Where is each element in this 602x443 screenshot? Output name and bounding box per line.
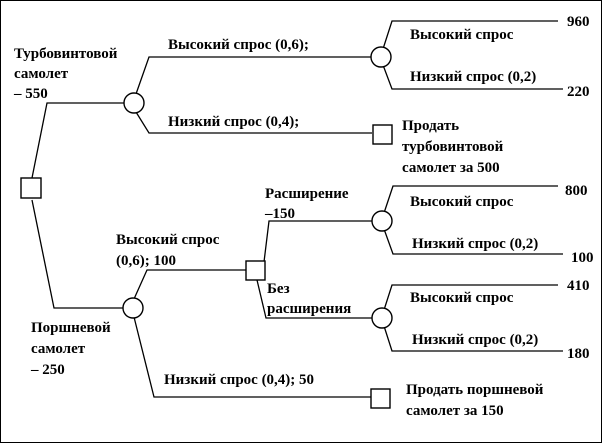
piston-high-label: (0,6); 100: [116, 253, 176, 269]
piston-label: самолет: [31, 341, 86, 357]
payoff-value: 800: [565, 183, 588, 199]
payoff-value: 220: [567, 84, 590, 100]
turboprop-cost: – 550: [13, 86, 48, 102]
turbo-sell-label: самолет за 500: [402, 160, 500, 176]
piston-chance-node: [122, 297, 144, 319]
root-decision-node: [20, 177, 42, 199]
no-expand-label: Без: [267, 281, 290, 297]
piston-high-label: Высокий спрос: [116, 232, 220, 248]
expansion-decision-node: [245, 260, 266, 281]
expand-chance-node: [371, 210, 393, 232]
turbo-sell-label: Продать: [402, 118, 459, 134]
piston-sell-terminal: [370, 388, 391, 409]
payoff-value: 960: [567, 14, 590, 30]
edge-no-expand: [256, 279, 372, 319]
noexp-high-label: Высокий спрос: [410, 290, 514, 306]
edge-piston-high: [133, 269, 246, 300]
turbo-low-label: Низкий спрос (0,4);: [168, 114, 299, 130]
piston-cost: – 250: [30, 362, 65, 378]
noexpand-chance-node: [371, 307, 393, 329]
exp-low-label: Низкий спрос (0,2): [412, 236, 538, 252]
edge-expand: [263, 220, 372, 263]
edge-piston-low: [133, 316, 371, 398]
turbo-high-high-label: Высокий спрос: [410, 27, 514, 43]
noexp-low-label: Низкий спрос (0,2): [412, 332, 538, 348]
edge-exp-low: [383, 228, 563, 255]
edge-root-turboprop: [31, 102, 125, 179]
edge-turbo-high-high: [382, 20, 558, 50]
turboprop-label: самолет: [14, 66, 69, 82]
turbo-high-chance-node: [370, 46, 392, 68]
expand-cost: –150: [264, 206, 295, 222]
edge-noexp-high: [383, 284, 558, 311]
exp-high-label: Высокий спрос: [410, 194, 514, 210]
edge-turbo-high: [135, 56, 371, 95]
edge-root-piston: [31, 199, 123, 309]
edge-turbo-low: [135, 111, 372, 134]
expand-label: Расширение: [265, 186, 349, 202]
piston-low-label: Низкий спрос (0,4); 50: [164, 372, 314, 388]
piston-sell-label: Продать поршневой: [406, 382, 544, 398]
turbo-high-label: Высокий спрос (0,6);: [168, 37, 309, 53]
payoff-value: 100: [571, 250, 594, 266]
turbo-high-low-label: Низкий спрос (0,2): [410, 69, 536, 85]
turbo-sell-label: турбовинтовой: [402, 139, 504, 155]
turbo-sell-terminal: [372, 124, 393, 145]
no-expand-label: расширения: [267, 301, 351, 317]
edge-turbo-high-low: [382, 64, 563, 90]
payoff-value: 410: [567, 278, 590, 294]
payoff-value: 180: [567, 346, 590, 362]
piston-sell-label: самолет за 150: [406, 403, 504, 419]
edge-noexp-low: [383, 325, 563, 352]
edge-exp-high: [383, 185, 558, 214]
piston-label: Поршневой: [31, 320, 111, 336]
turboprop-chance-node: [123, 92, 145, 114]
turboprop-label: Турбовинтовой: [14, 46, 118, 62]
